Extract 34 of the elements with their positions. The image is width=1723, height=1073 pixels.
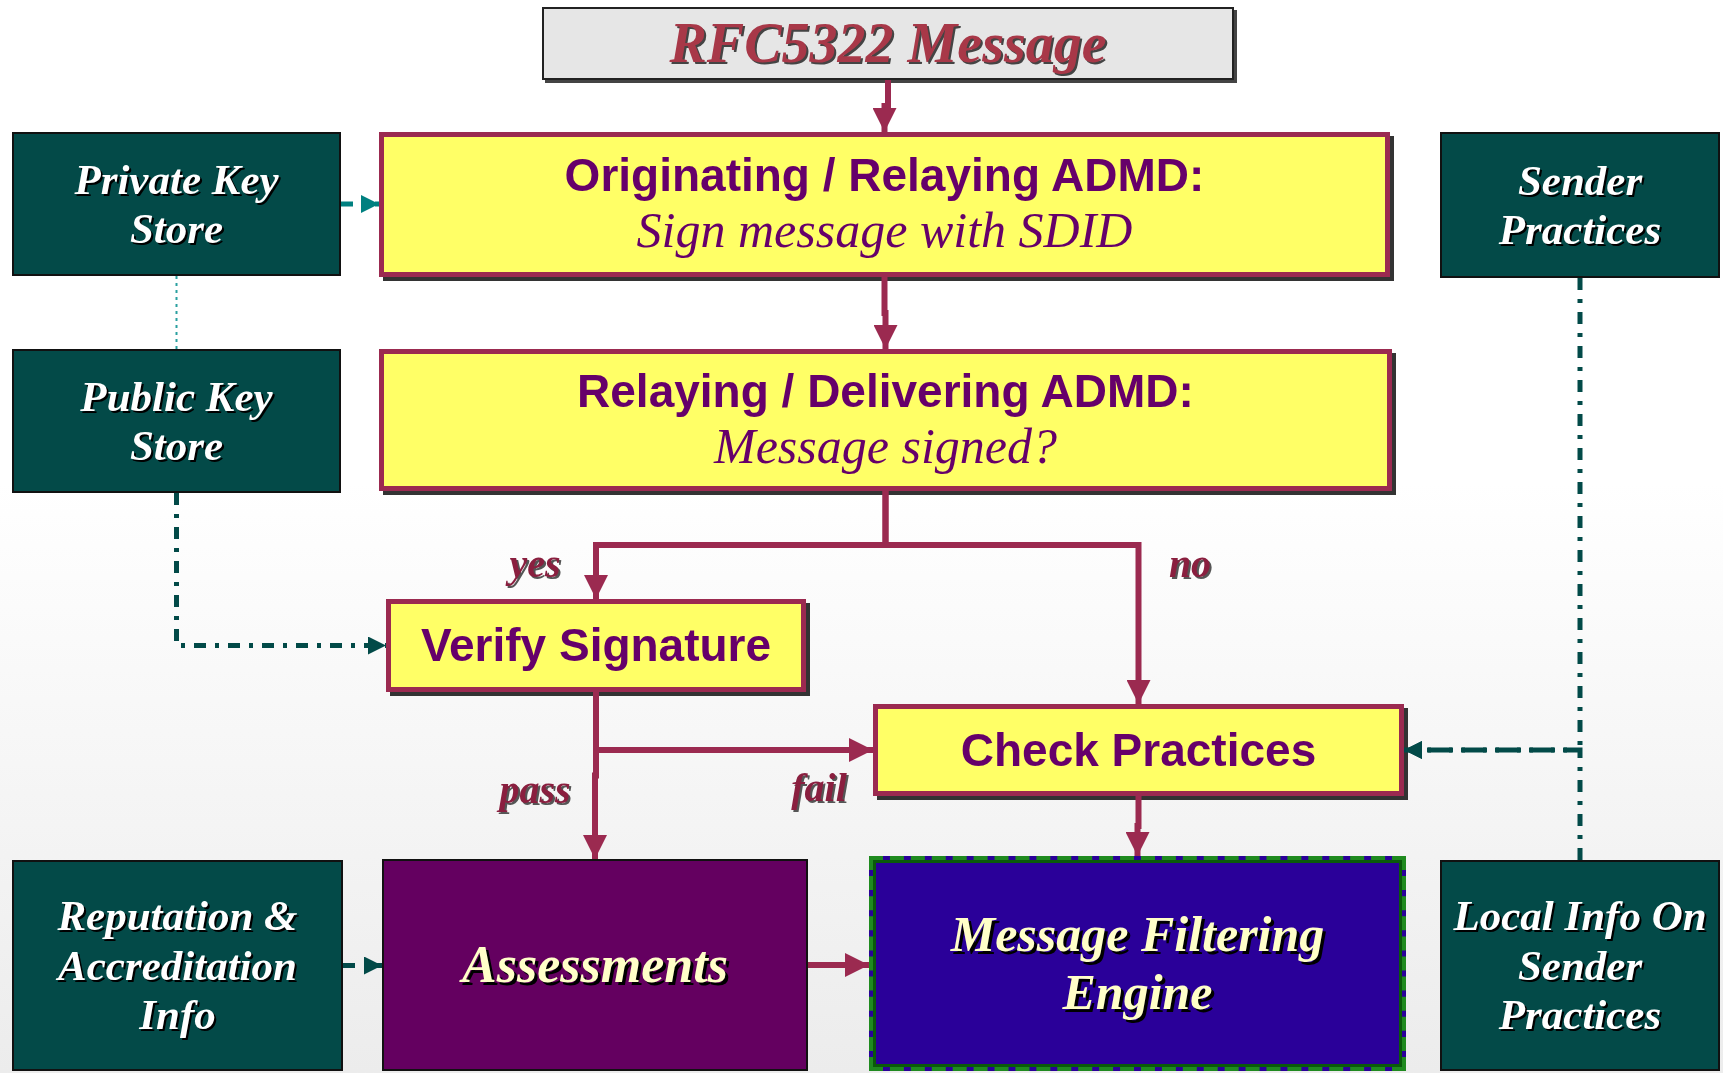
- arrow: [1125, 796, 1150, 856]
- data-store-box: [12, 349, 341, 493]
- edge-label: fail: [791, 763, 847, 811]
- node-label: Message Filtering Engine: [949, 906, 1326, 1021]
- arrow: [873, 277, 898, 349]
- node-label: RFC5322 Message: [668, 11, 1108, 76]
- node-label: Check Practices: [959, 723, 1318, 777]
- data-store-box: [1440, 132, 1720, 278]
- node-label: Originating / Relaying ADMD:: [563, 149, 1206, 203]
- title-box: [542, 7, 1234, 80]
- arrow: [882, 491, 1151, 704]
- node-label: Relaying / Delivering ADMD:: [576, 364, 1195, 418]
- dashed-arrow: [174, 493, 386, 655]
- node-label: Assessments: [452, 935, 738, 995]
- node-subtitle: Message signed?: [712, 417, 1058, 476]
- node-label: Public Key Store: [79, 371, 274, 471]
- assessment-box: [382, 859, 808, 1071]
- data-store-box: [12, 132, 341, 276]
- node-subtitle: Sign message with SDID: [635, 202, 1134, 260]
- node-label: Private Key Store: [73, 154, 280, 254]
- arrow: [808, 953, 869, 977]
- arrow: [593, 692, 873, 762]
- data-store-box: [12, 860, 343, 1071]
- edge-label: no: [1168, 539, 1212, 587]
- data-store-box: [1440, 860, 1720, 1071]
- dashed-arrow: [1404, 741, 1583, 860]
- node-label: Verify Signature: [419, 619, 773, 672]
- dashed-arrow: [341, 195, 379, 213]
- node-label: Local Info On Sender Practices: [1452, 891, 1708, 1040]
- node-label: Sender Practices: [1497, 155, 1663, 255]
- dashed-arrow: [343, 956, 382, 975]
- arrow: [872, 80, 897, 132]
- node-label: Reputation & Accreditation Info: [55, 891, 299, 1040]
- engine-box: [869, 856, 1406, 1071]
